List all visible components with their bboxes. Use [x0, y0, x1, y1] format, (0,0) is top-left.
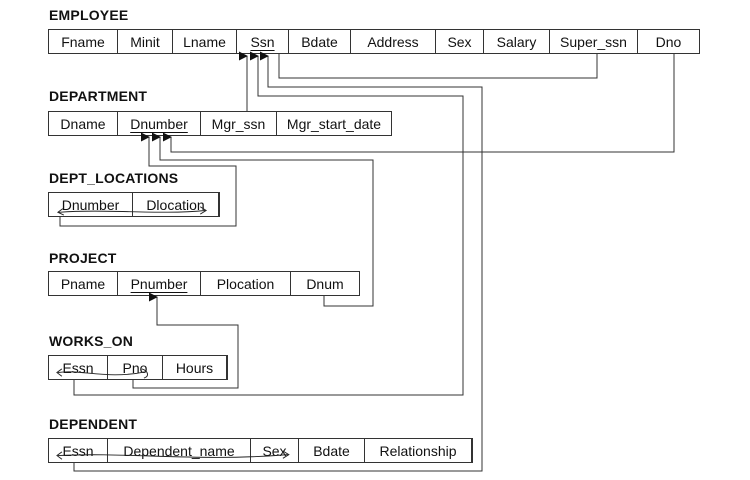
project-attr-pnumber: Pnumber — [118, 272, 201, 295]
dept-locations-attr-dnumber: Dnumber — [49, 193, 133, 216]
dependent-attr-relationship: Relationship — [365, 439, 472, 462]
department-title: DEPARTMENT — [49, 88, 148, 104]
dept-locations-attr-dlocation: Dlocation — [133, 193, 219, 216]
project-attr-dnum: Dnum — [306, 275, 344, 292]
department-attr-dnumber: Dnumber — [118, 112, 201, 135]
employee-attr-ssn: Ssn — [237, 30, 289, 53]
employee-attr-lname: Lname — [173, 30, 237, 53]
department-attr-dname: Dname — [49, 112, 118, 135]
dependent-attr-sex: Sex — [251, 439, 299, 462]
project-title: PROJECT — [49, 250, 117, 266]
fk-dno-line — [162, 53, 675, 153]
works-on-title: WORKS_ON — [49, 333, 134, 349]
project-relation: Pname Pnumber Plocation Dnum — [48, 271, 360, 296]
employee-attr-fname: Fname — [49, 30, 118, 53]
dependent-relation: Essn Dependent_name Sex Bdate Relationsh… — [48, 438, 473, 463]
dependent-attr-bdate: Bdate — [299, 439, 365, 462]
employee-title: EMPLOYEE — [49, 7, 129, 23]
employee-attr-bdate: Bdate — [289, 30, 351, 53]
dept-locations-relation: Dnumber Dlocation — [48, 192, 220, 217]
department-relation: Dname Dnumber Mgr_ssn Mgr_start_date — [48, 111, 392, 136]
works-on-relation: Essn Pno Hours — [48, 355, 228, 380]
works-on-attr-pno: Pno — [108, 356, 163, 379]
department-attr-mgr-start-date: Mgr_start_date — [286, 115, 382, 132]
dependent-attr-dependent-name: Dependent_name — [108, 439, 251, 462]
employee-attr-address: Address — [351, 30, 436, 53]
dependent-title: DEPENDENT — [49, 416, 138, 432]
project-attr-pname: Pname — [49, 272, 118, 295]
employee-attr-sex: Sex — [436, 30, 484, 53]
dept-locations-title: DEPT_LOCATIONS — [49, 170, 179, 186]
employee-relation: Fname Minit Lname Ssn Bdate Address Sex … — [48, 29, 700, 54]
department-attr-mgr-ssn: Mgr_ssn — [201, 112, 277, 135]
employee-attr-super-ssn: Super_ssn — [550, 30, 638, 53]
employee-attr-minit: Minit — [118, 30, 173, 53]
works-on-attr-essn: Essn — [49, 356, 108, 379]
project-attr-plocation: Plocation — [201, 272, 291, 295]
works-on-attr-hours: Hours — [163, 356, 227, 379]
employee-attr-salary: Salary — [484, 30, 550, 53]
employee-attr-dno: Dno — [655, 33, 682, 50]
fk-super-ssn-line — [278, 53, 598, 79]
dependent-attr-essn: Essn — [49, 439, 108, 462]
